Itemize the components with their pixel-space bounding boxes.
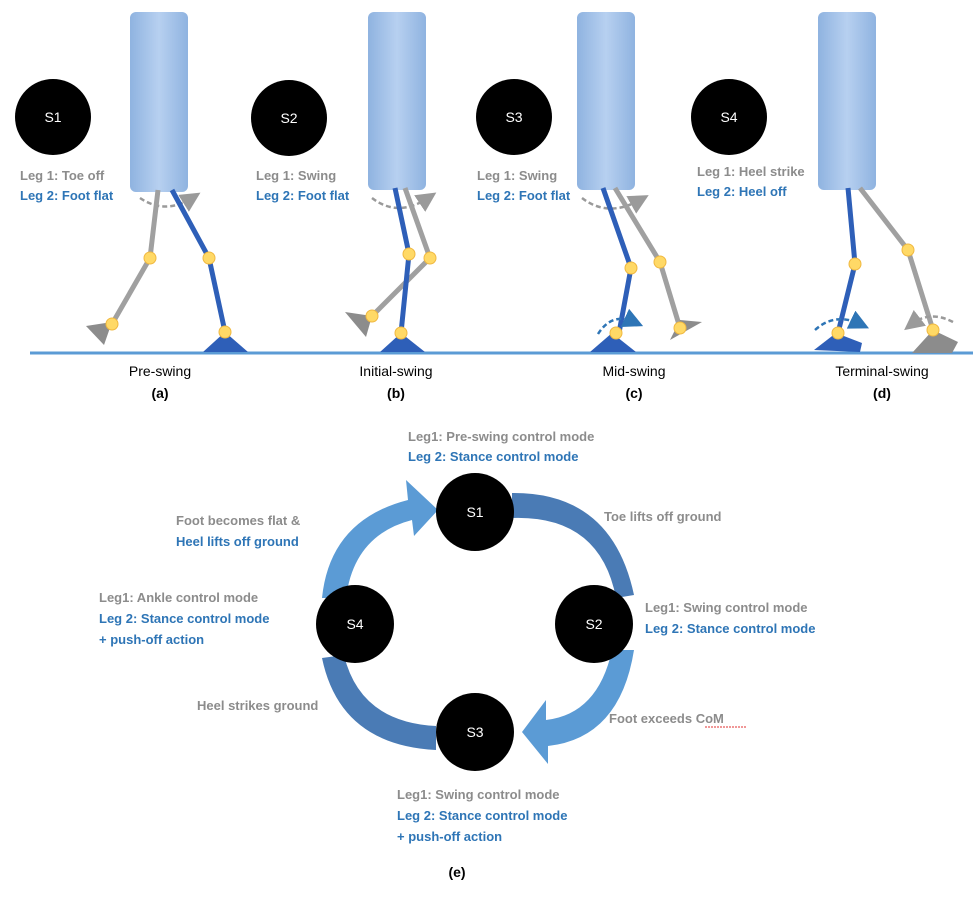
- state-label: S3: [466, 724, 483, 740]
- joint: [402, 247, 416, 261]
- state-circle: [476, 79, 552, 155]
- joint: [609, 326, 623, 340]
- leg1-label: Leg 1: Swing: [256, 168, 336, 183]
- state-label: S4: [346, 616, 363, 632]
- s1-leg1-mode: Leg1: Pre-swing control mode: [408, 429, 594, 444]
- phase-caption: Mid-swing: [602, 363, 665, 379]
- state-circle: [251, 80, 327, 156]
- state-label: S3: [505, 109, 522, 125]
- leg2: [169, 188, 228, 333]
- joint: [394, 326, 408, 340]
- leg1-label: Leg 1: Swing: [477, 168, 557, 183]
- state-label: S1: [44, 109, 61, 125]
- leg2-foot: [590, 333, 636, 352]
- transition-label-s1-s2: Toe lifts off ground: [604, 509, 722, 524]
- transition-label-s2-s3: Foot exceeds CoM: [609, 711, 724, 726]
- joint: [901, 243, 915, 257]
- joint: [423, 251, 437, 265]
- panel-letter: (b): [387, 385, 405, 401]
- leg2: [392, 187, 412, 334]
- state-circle: [691, 79, 767, 155]
- ankle-rotation-arrow: [904, 309, 954, 331]
- s3-leg1-mode: Leg1: Swing control mode: [397, 787, 560, 802]
- ankle-rotation-arrow: [814, 310, 870, 331]
- leg2-label: Leg 2: Foot flat: [256, 188, 350, 203]
- body-block: [818, 12, 876, 190]
- transition-label-s4-s1-b: Heel lifts off ground: [176, 534, 299, 549]
- transition-arrow-s1-s2: [512, 492, 634, 598]
- body-block: [130, 12, 188, 192]
- leg1-label: Leg 1: Heel strike: [697, 164, 805, 179]
- panel-d: S4 Leg 1: Heel strike Leg 2: Heel off Te…: [691, 12, 958, 401]
- transition-label-s4-s1-a: Foot becomes flat &: [176, 513, 300, 528]
- leg2-label: Leg 2: Foot flat: [477, 188, 571, 203]
- transition-arrow-s3-s4: [322, 655, 436, 750]
- joint: [848, 257, 862, 271]
- leg2-foot: [814, 333, 862, 352]
- phase-caption: Pre-swing: [129, 363, 191, 379]
- state-circle-s2: [555, 585, 633, 663]
- body-block: [577, 12, 635, 190]
- s2-leg1-mode: Leg1: Swing control mode: [645, 600, 808, 615]
- s1-leg2-mode: Leg 2: Stance control mode: [408, 449, 578, 464]
- s4-leg1-mode: Leg1: Ankle control mode: [99, 590, 258, 605]
- joint: [105, 317, 119, 331]
- joint: [365, 309, 379, 323]
- panel-letter: (e): [448, 864, 465, 880]
- body-block: [368, 12, 426, 190]
- state-label: S2: [585, 616, 602, 632]
- leg1-label: Leg 1: Toe off: [20, 168, 105, 183]
- transition-label-s3-s4: Heel strikes ground: [197, 698, 318, 713]
- joint: [202, 251, 216, 265]
- joint: [653, 255, 667, 269]
- panel-letter: (d): [873, 385, 891, 401]
- state-label: S4: [720, 109, 737, 125]
- joint: [926, 323, 940, 337]
- leg1-foot: [86, 322, 112, 345]
- joint: [143, 251, 157, 265]
- panel-c: S3 Leg 1: Swing Leg 2: Foot flat Mid-swi…: [476, 12, 702, 401]
- state-circle: [15, 79, 91, 155]
- panel-letter: (c): [625, 385, 642, 401]
- panel-letter: (a): [151, 385, 168, 401]
- state-circle-s4: [316, 585, 394, 663]
- joint: [673, 321, 687, 335]
- joint: [624, 261, 638, 275]
- leg2-foot: [380, 333, 425, 352]
- leg2-foot: [203, 332, 248, 352]
- state-label: S1: [466, 504, 483, 520]
- phase-caption: Terminal-swing: [835, 363, 928, 379]
- state-circle-s3: [436, 693, 514, 771]
- joint: [218, 325, 232, 339]
- s4-leg2-mode: Leg 2: Stance control mode: [99, 611, 269, 626]
- state-circle-s1: [436, 473, 514, 551]
- transition-arrow-s4-s1: [322, 480, 438, 598]
- panel-b: S2 Leg 1: Swing Leg 2: Foot flat Initial…: [251, 12, 437, 401]
- leg1: [858, 186, 936, 331]
- transition-arrow-s2-s3: [522, 650, 634, 764]
- hip-rotation-arrow: [139, 192, 201, 212]
- ankle-rotation-arrow: [596, 308, 644, 335]
- leg2-label: Leg 2: Foot flat: [20, 188, 114, 203]
- s4-leg2-extra: + push-off action: [99, 632, 204, 647]
- state-cycle: S1 S2 S3 S4 Leg1: Pre-swing control mode…: [99, 429, 815, 880]
- joint: [831, 326, 845, 340]
- phase-caption: Initial-swing: [359, 363, 432, 379]
- leg1-foot: [912, 330, 958, 353]
- leg1-foot: [345, 312, 372, 337]
- s2-leg2-mode: Leg 2: Stance control mode: [645, 621, 815, 636]
- s3-leg2-mode: Leg 2: Stance control mode: [397, 808, 567, 823]
- s3-leg2-extra: + push-off action: [397, 829, 502, 844]
- panel-a: S1 Leg 1: Toe off Leg 2: Foot flat Pre-s…: [15, 12, 248, 401]
- leg2-label: Leg 2: Heel off: [697, 184, 787, 199]
- state-label: S2: [280, 110, 297, 126]
